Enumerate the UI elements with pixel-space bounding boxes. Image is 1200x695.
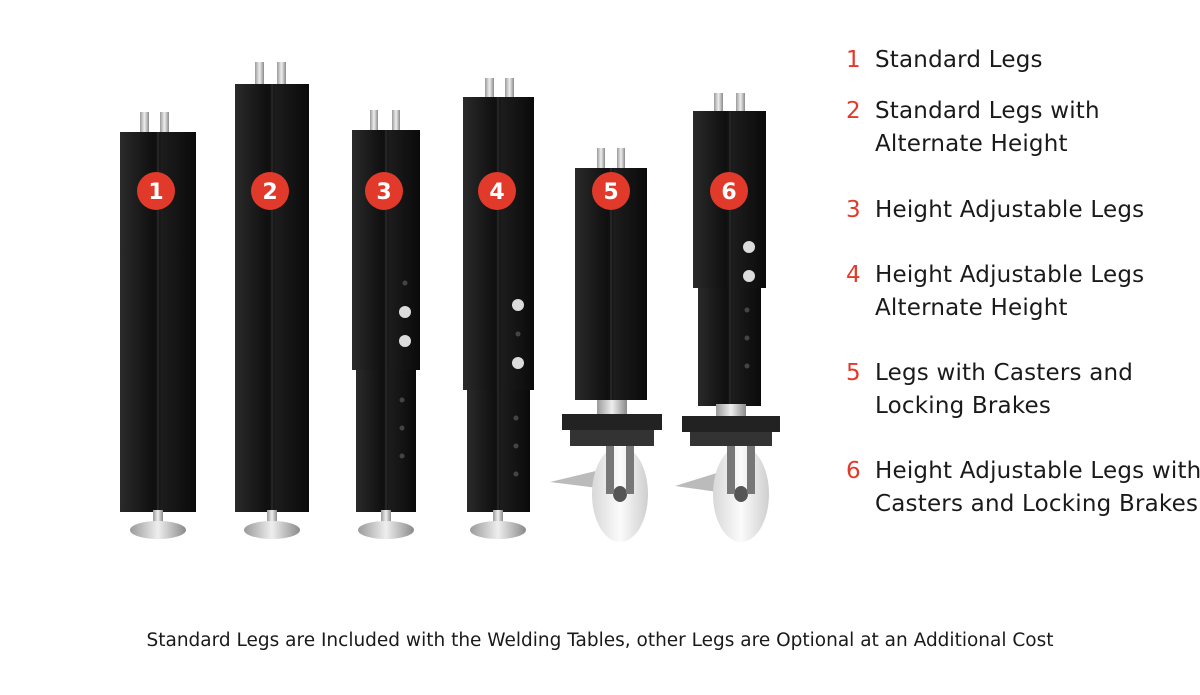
legend-line: Legs with Casters and xyxy=(875,360,1134,386)
legend-text: Height Adjustable Legs with Casters and … xyxy=(875,455,1200,521)
legend-line: Height Adjustable Legs xyxy=(875,197,1145,223)
legend-line: Standard Legs xyxy=(875,47,1043,73)
legend-line: Height Adjustable Legs with xyxy=(875,458,1200,484)
legend-text: Height Adjustable Legs xyxy=(875,194,1144,227)
badge-1-label: 1 xyxy=(148,180,163,205)
badge-2: 2 xyxy=(251,172,289,210)
legend-number: 4 xyxy=(846,262,861,288)
legend-line: Locking Brakes xyxy=(875,393,1052,419)
table-legs-photo: 1 2 3 4 5 6 xyxy=(120,62,780,542)
badge-4-label: 4 xyxy=(489,180,504,205)
legend-number: 5 xyxy=(846,360,861,386)
legend-number: 2 xyxy=(846,98,861,124)
legend-item-5: 5 Legs with Casters and Locking Brakes xyxy=(846,357,1133,423)
legend-text: Standard Legs xyxy=(875,44,1043,77)
badge-5: 5 xyxy=(592,172,630,210)
legend-number: 3 xyxy=(846,197,861,223)
leg-3 xyxy=(352,110,420,539)
legend-text: Legs with Casters and Locking Brakes xyxy=(875,357,1133,423)
badge-3-label: 3 xyxy=(376,180,391,205)
legend-line: Casters and Locking Brakes xyxy=(875,491,1199,517)
legend-item-3: 3 Height Adjustable Legs xyxy=(846,194,1144,227)
legend-line: Alternate Height xyxy=(875,131,1068,157)
badge-2-label: 2 xyxy=(262,180,277,205)
legend-item-6: 6 Height Adjustable Legs with Casters an… xyxy=(846,455,1200,521)
leg-5-caster xyxy=(550,148,662,542)
legend-line: Standard Legs with xyxy=(875,98,1100,124)
badge-6-label: 6 xyxy=(721,180,736,205)
legend-item-4: 4 Height Adjustable Legs Alternate Heigh… xyxy=(846,259,1144,325)
legend-line: Alternate Height xyxy=(875,295,1068,321)
badge-4: 4 xyxy=(478,172,516,210)
legend-item-2: 2 Standard Legs with Alternate Height xyxy=(846,95,1100,161)
legend-number: 1 xyxy=(846,47,861,73)
badge-3: 3 xyxy=(365,172,403,210)
badge-6: 6 xyxy=(710,172,748,210)
legend-item-1: 1 Standard Legs xyxy=(846,44,1043,77)
leg-2 xyxy=(235,62,309,539)
leg-6-caster-adjustable xyxy=(675,93,780,542)
footer-note: Standard Legs are Included with the Weld… xyxy=(146,630,1054,651)
legend-number: 6 xyxy=(846,458,861,484)
legend-text: Height Adjustable Legs Alternate Height xyxy=(875,259,1144,325)
badge-5-label: 5 xyxy=(603,180,618,205)
legend-text: Standard Legs with Alternate Height xyxy=(875,95,1100,161)
badge-1: 1 xyxy=(137,172,175,210)
leg-4 xyxy=(463,78,534,539)
legend-line: Height Adjustable Legs xyxy=(875,262,1145,288)
